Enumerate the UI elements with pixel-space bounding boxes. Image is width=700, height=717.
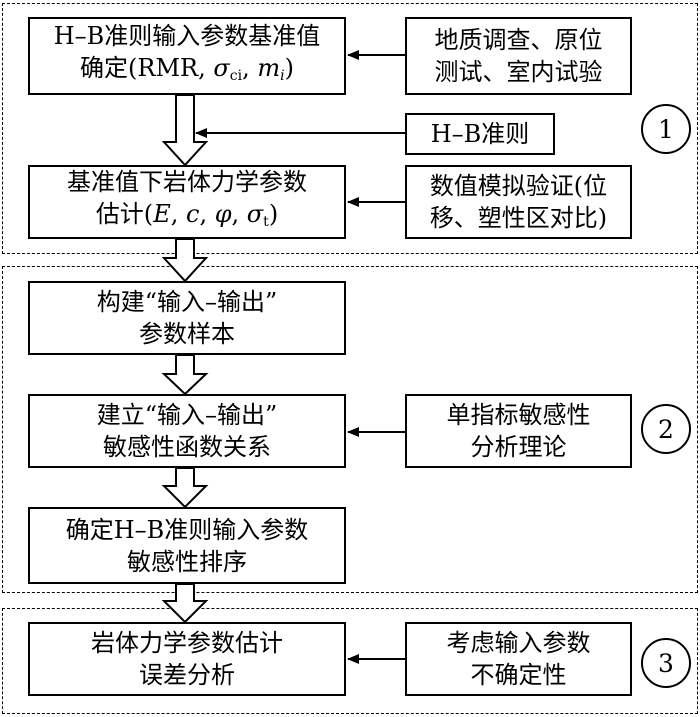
hollow-arrow-2 [161,238,209,283]
box-samples-line2: 参数样本 [138,320,235,348]
box-error-analysis: 岩体力学参数估计 误差分析 [28,622,346,696]
hollow-arrow-1 [161,94,209,167]
box-baseline-line2: 确定(RMR, σci, mi) [80,54,294,84]
hollow-arrow-5 [161,583,209,624]
hollow-arrow-3 [161,354,209,396]
stage-number-2: 2 [641,404,691,454]
box-hb-criterion: H–B准则 [405,113,555,155]
box-hb-line1: H–B准则 [430,120,530,148]
box-estimate-line1: 基准值下岩体力学参数 [67,168,307,196]
region-1 [2,3,698,254]
box-build-samples: 构建“输入–输出” 参数样本 [28,281,346,355]
box-numerical-validation: 数值模拟验证(位 移、塑性区对比) [405,165,632,239]
box-survey-line1: 地质调查、原位 [434,26,603,54]
box-error-line2: 误差分析 [139,661,235,689]
box-validation-line1: 数值模拟验证(位 [429,172,608,200]
box-function-line2: 敏感性函数关系 [102,433,271,461]
box-theory-line1: 单指标敏感性 [446,401,591,429]
box-survey-line2: 测试、室内试验 [434,58,603,86]
box-geological-survey: 地质调查、原位 测试、室内试验 [405,17,632,95]
hollow-arrow-4 [161,467,209,509]
box-theory-line2: 分析理论 [470,433,567,461]
box-validation-line2: 移、塑性区对比) [429,204,608,232]
box-ranking-line2: 敏感性排序 [126,547,247,576]
box-estimate-line2: 估计(E, c, φ, σt) [95,200,279,230]
region-3 [2,608,698,714]
region-2 [2,266,698,593]
box-single-index-theory: 单指标敏感性 分析理论 [405,394,632,468]
box-baseline-determination: H–B准则输入参数基准值 确定(RMR, σci, mi) [28,17,346,95]
box-uncertainty-line1: 考虑输入参数 [446,629,591,657]
box-sensitivity-ranking: 确定H–B准则输入参数 敏感性排序 [28,507,346,584]
box-ranking-line1: 确定H–B准则输入参数 [65,515,309,544]
box-error-line1: 岩体力学参数估计 [91,629,283,657]
box-sensitivity-function: 建立“输入–输出” 敏感性函数关系 [28,394,346,468]
box-uncertainty-line2: 不确定性 [470,661,567,689]
box-baseline-line1: H–B准则输入参数基准值 [53,22,321,50]
box-parameter-estimation: 基准值下岩体力学参数 估计(E, c, φ, σt) [28,165,346,239]
box-function-line1: 建立“输入–输出” [96,401,278,429]
box-input-uncertainty: 考虑输入参数 不确定性 [405,622,632,696]
stage-number-3: 3 [641,638,691,688]
stage-number-1: 1 [641,104,691,154]
box-samples-line1: 构建“输入–输出” [96,288,278,316]
